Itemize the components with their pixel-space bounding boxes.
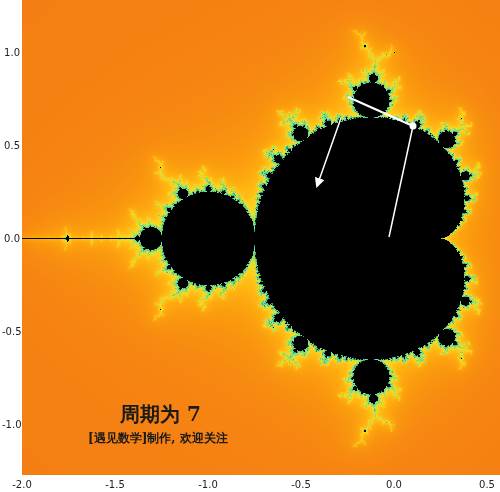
x-tick-label: 0.0 bbox=[386, 479, 402, 490]
x-tick-label: 0.5 bbox=[479, 479, 495, 490]
x-tick-label: -0.5 bbox=[291, 479, 311, 490]
y-tick-label: -0.5 bbox=[2, 326, 22, 337]
figure-title: 周期为 7 bbox=[120, 401, 201, 428]
x-tick-label: -1.5 bbox=[105, 479, 125, 490]
mandelbrot-set bbox=[22, 0, 500, 475]
y-tick-label: -1.0 bbox=[2, 419, 22, 430]
y-tick-label: 0.0 bbox=[4, 233, 20, 244]
y-tick-label: 0.5 bbox=[4, 140, 20, 151]
y-tick-label: 1.0 bbox=[4, 47, 20, 58]
x-tick-label: -2.0 bbox=[12, 479, 32, 490]
watermark: [遇见数学]制作, 欢迎关注 bbox=[88, 430, 228, 447]
radius-line bbox=[389, 126, 413, 237]
bulb-point bbox=[410, 123, 417, 130]
chord-line bbox=[348, 97, 413, 126]
x-tick-label: -1.0 bbox=[198, 479, 218, 490]
pointer-arrow bbox=[317, 118, 341, 186]
